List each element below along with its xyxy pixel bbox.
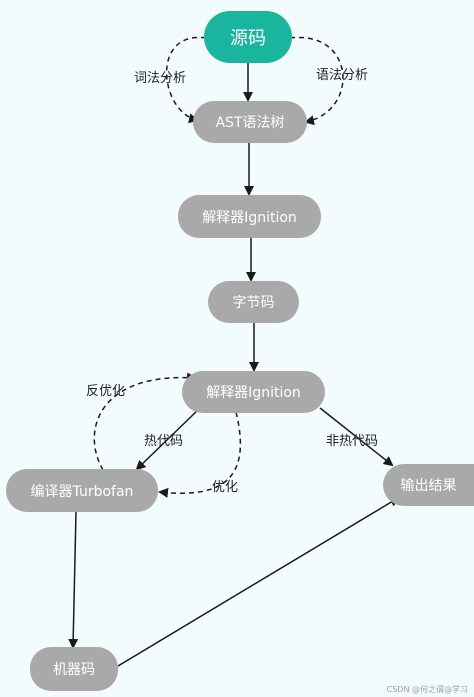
edge-interp2-to-output [319, 407, 394, 467]
label-optimize: 优化 [212, 480, 239, 495]
node-compiler: 编译器Turbofan [6, 469, 158, 512]
node-bytecode: 字节码 [208, 281, 299, 323]
node-ast: AST语法树 [193, 101, 307, 143]
edge-deoptimize [93, 372, 197, 471]
edge-optimize [158, 411, 242, 498]
watermark: CSDN @何之谓@学习 [386, 685, 468, 694]
label-syntax-analysis: 语法分析 [316, 68, 369, 83]
edge-syntax-analysis [289, 36, 344, 126]
label-hot-code: 热代码 [144, 434, 184, 449]
label-lexical-analysis: 词法分析 [134, 71, 187, 86]
edge-machine-to-output [117, 496, 400, 667]
label-deoptimize: 反优化 [86, 384, 126, 399]
node-interpreter-1: 解释器Ignition [178, 195, 321, 238]
node-interpreter-2: 解释器Ignition [182, 371, 325, 413]
node-output: 输出结果 [383, 464, 474, 506]
label-non-hot-code: 非热代码 [326, 434, 379, 449]
node-source: 源码 [204, 11, 292, 63]
edge-compiler-to-machine [68, 511, 79, 649]
edge-interp2-to-compiler [135, 407, 201, 471]
node-machine-code: 机器码 [30, 647, 118, 691]
